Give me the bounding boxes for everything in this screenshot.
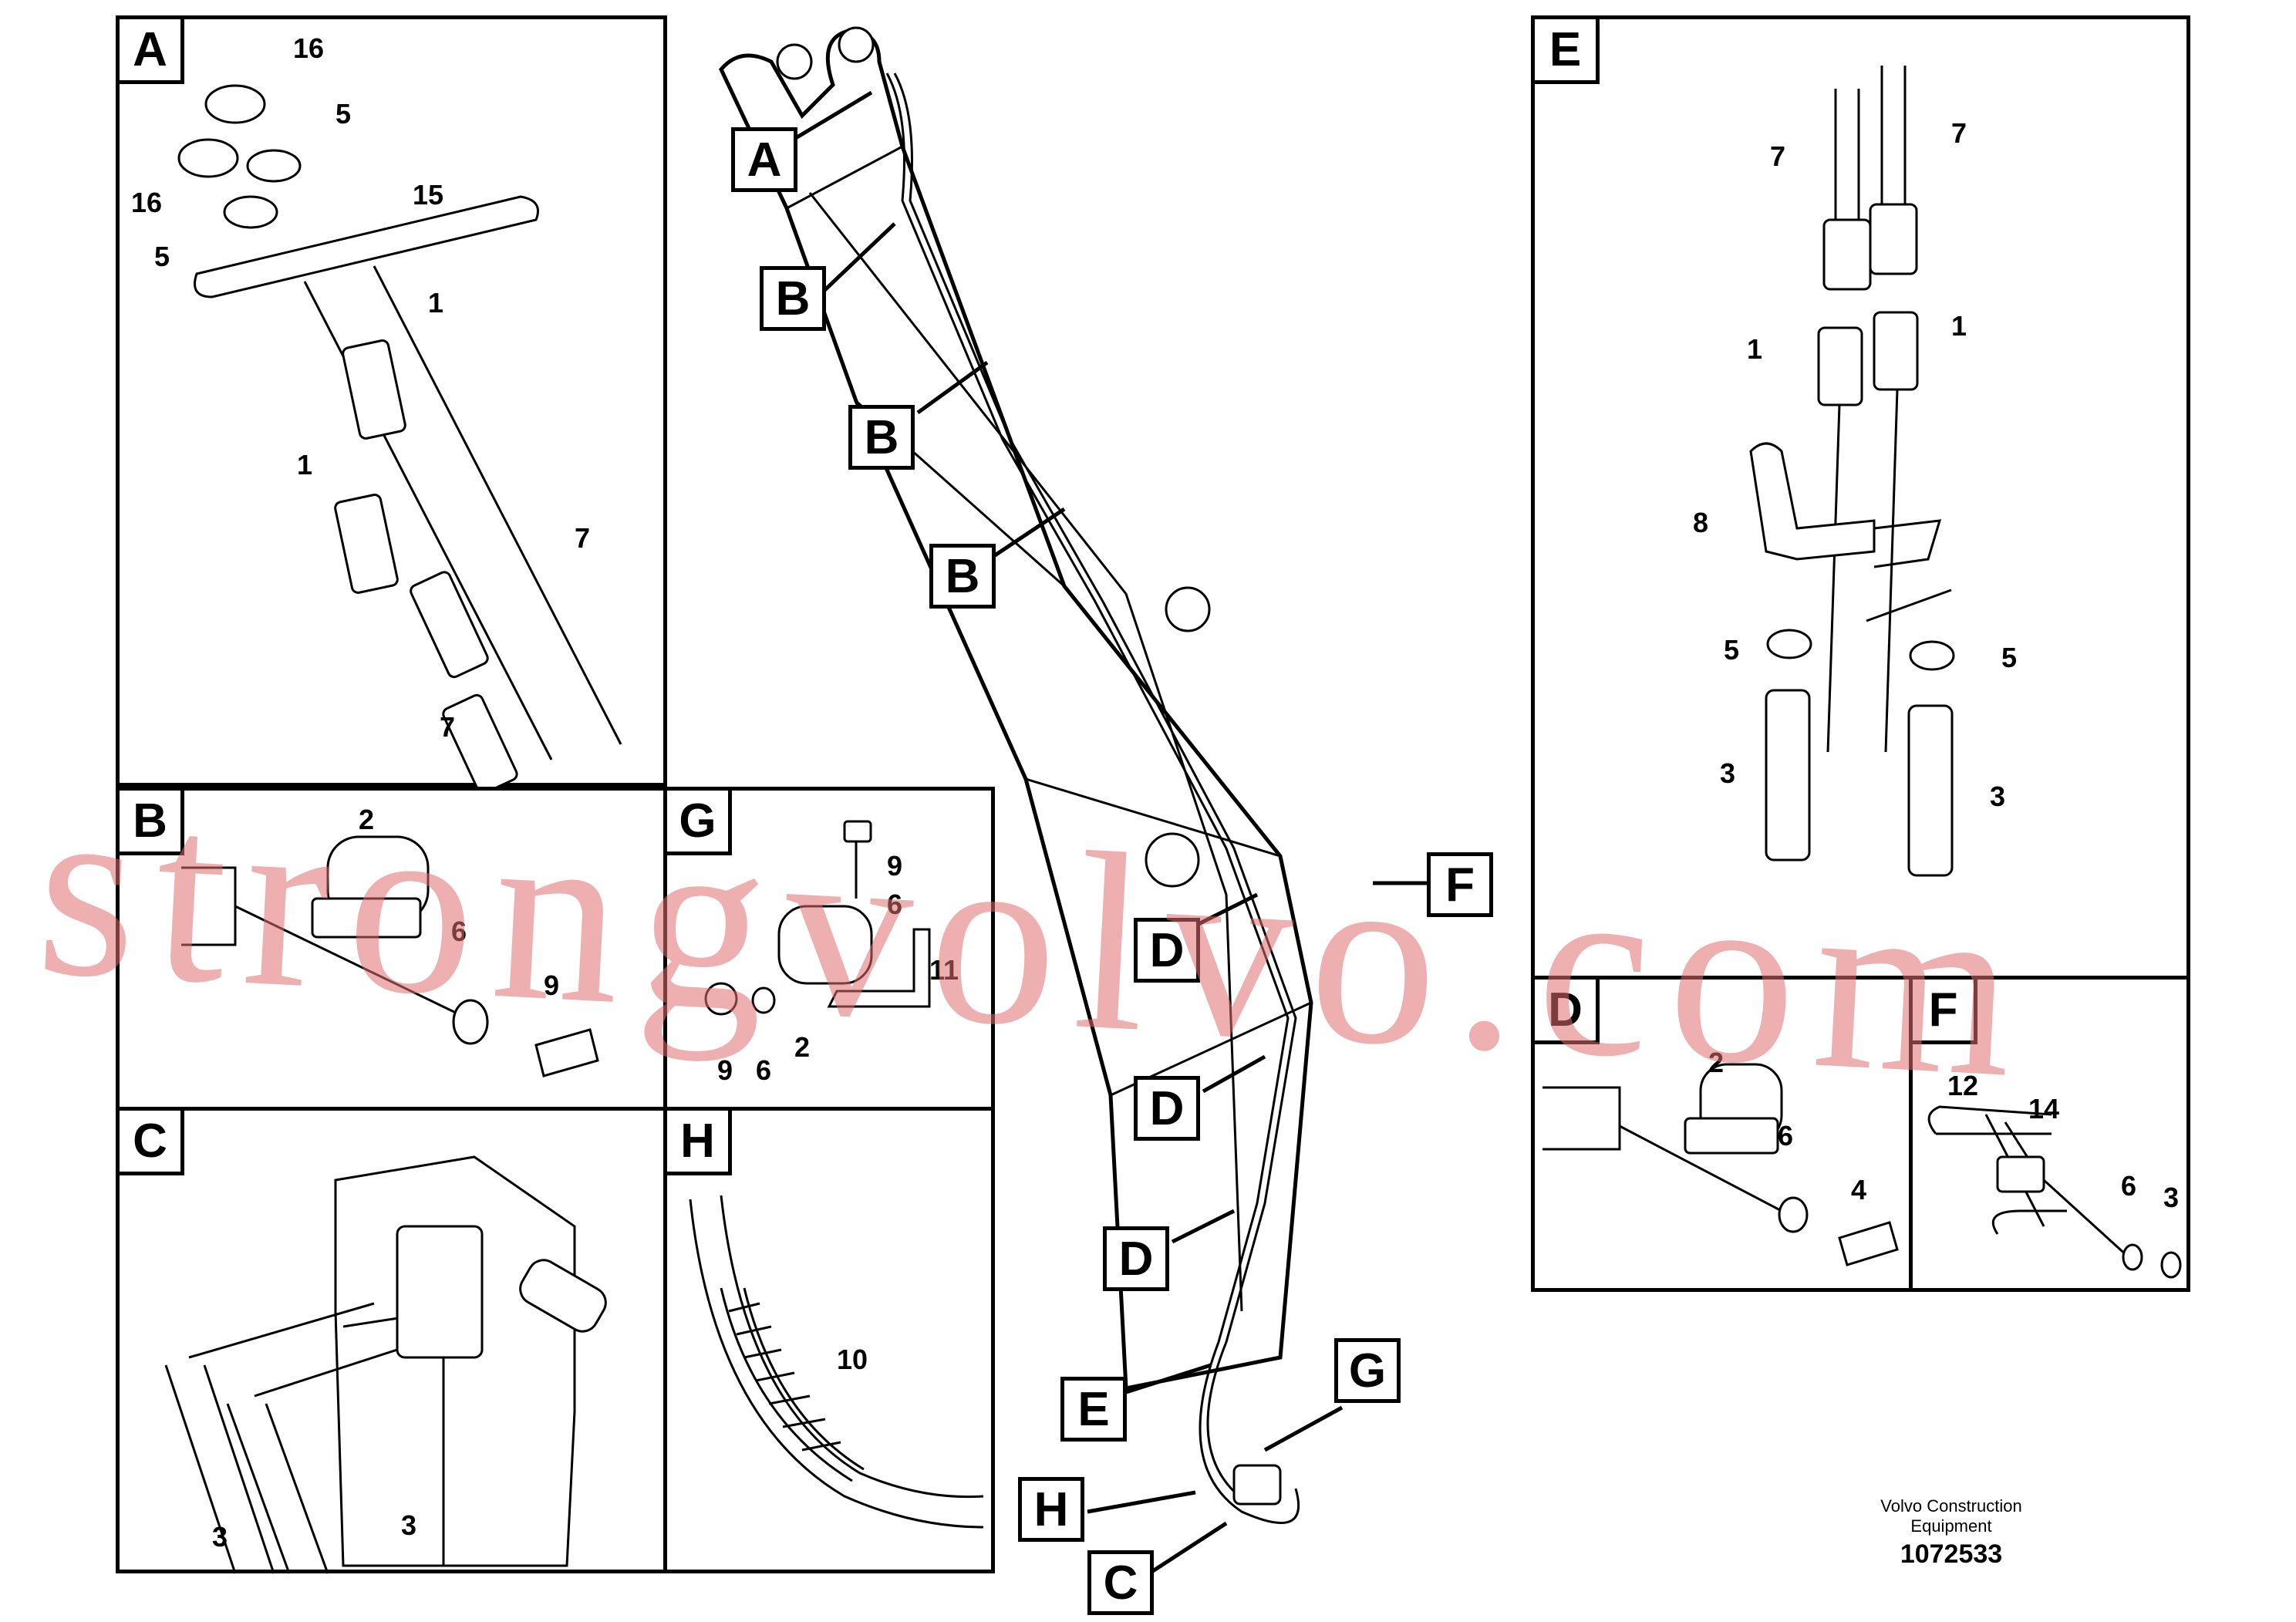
label-3-e1: 3 (1720, 757, 1736, 789)
callout-g: G (1334, 1338, 1401, 1403)
callout-c: C (1087, 1550, 1154, 1615)
callout-h: H (1018, 1477, 1084, 1542)
panel-f-illustration (1927, 1105, 2182, 1279)
callout-b-1: B (760, 266, 826, 331)
label-6-f: 6 (2121, 1170, 2137, 1202)
label-9-g: 9 (887, 850, 903, 882)
detail-panel-d: D 2 6 4 (1531, 976, 1913, 1292)
panel-tag-b: B (120, 791, 184, 855)
label-5-b: 5 (154, 241, 170, 272)
footer-part-id: 1072533 (1900, 1539, 2003, 1569)
callout-e: E (1060, 1377, 1127, 1442)
label-3-c1: 3 (212, 1521, 228, 1553)
label-9-b: 9 (544, 969, 560, 1001)
label-6-b: 6 (451, 916, 467, 947)
footer-brand: Volvo Construction Equipment (1836, 1496, 2067, 1536)
callout-b-2: B (848, 405, 915, 470)
label-6-d: 6 (1778, 1120, 1794, 1152)
label-5-e1: 5 (1724, 634, 1740, 666)
detail-panel-f: F 12 14 6 3 (1909, 976, 2190, 1292)
label-4-d: 4 (1851, 1174, 1867, 1206)
label-5-a: 5 (335, 98, 352, 130)
label-7-e2: 7 (1951, 117, 1967, 149)
detail-panel-e: E 7 7 1 1 8 5 5 3 3 (1531, 15, 2190, 980)
detail-panel-h: H 10 (663, 1107, 995, 1573)
panel-h-illustration (689, 1195, 984, 1529)
label-7-b: 7 (440, 711, 456, 743)
label-2-g: 2 (794, 1031, 811, 1063)
panel-a-illustration (177, 84, 622, 791)
label-5-e2: 5 (2001, 642, 2018, 673)
label-15: 15 (413, 179, 444, 211)
footer-brand-line1: Volvo Construction (1880, 1496, 2022, 1516)
callout-f: F (1427, 852, 1493, 917)
label-16-b: 16 (131, 187, 163, 218)
label-10-h: 10 (837, 1344, 868, 1375)
label-2-b: 2 (359, 804, 375, 835)
panel-tag-d: D (1535, 980, 1600, 1044)
panel-b-illustration (181, 835, 599, 1077)
label-3-f: 3 (2163, 1182, 2180, 1213)
label-12-f: 12 (1947, 1070, 1979, 1101)
detail-panel-c: C 3 3 (116, 1107, 667, 1574)
label-7-e1: 7 (1770, 140, 1786, 172)
detail-panel-g: G 9 6 11 9 6 2 (663, 787, 995, 1111)
panel-c-illustration (164, 1155, 607, 1574)
label-1-b: 1 (297, 449, 313, 481)
label-7-a: 7 (575, 522, 591, 554)
panel-e-illustration (1749, 66, 1955, 877)
panel-g-illustration (704, 820, 931, 1016)
detail-panel-b: B 2 6 9 (116, 787, 667, 1111)
label-3-e2: 3 (1990, 781, 2006, 812)
label-6-g2: 6 (756, 1054, 772, 1086)
label-16-a: 16 (293, 32, 325, 64)
label-11-g: 11 (929, 954, 959, 986)
label-1-a: 1 (428, 287, 444, 319)
callout-d-2: D (1134, 1076, 1200, 1141)
panel-tag-h: H (667, 1111, 732, 1175)
callout-b-3: B (929, 544, 996, 609)
footer-brand-line2: Equipment (1910, 1516, 1992, 1536)
panel-tag-a: A (120, 19, 184, 84)
panel-d-illustration (1542, 1063, 1899, 1266)
label-14-f: 14 (2028, 1093, 2060, 1125)
label-1-e1: 1 (1747, 333, 1763, 365)
callout-a: A (731, 127, 797, 192)
label-1-e2: 1 (1951, 310, 1967, 342)
callout-d-3: D (1103, 1226, 1169, 1291)
label-9-g2: 9 (717, 1054, 733, 1086)
panel-tag-e: E (1535, 19, 1600, 84)
label-8-e: 8 (1693, 507, 1709, 538)
label-6-g: 6 (887, 889, 903, 920)
label-3-c2: 3 (401, 1509, 417, 1541)
panel-tag-f: F (1913, 980, 1977, 1044)
label-2-d: 2 (1708, 1047, 1725, 1078)
callout-d-1: D (1134, 918, 1200, 983)
panel-tag-g: G (667, 791, 732, 855)
detail-panel-a: A 16 5 16 5 15 1 1 7 7 (116, 15, 667, 791)
panel-tag-c: C (120, 1111, 184, 1175)
